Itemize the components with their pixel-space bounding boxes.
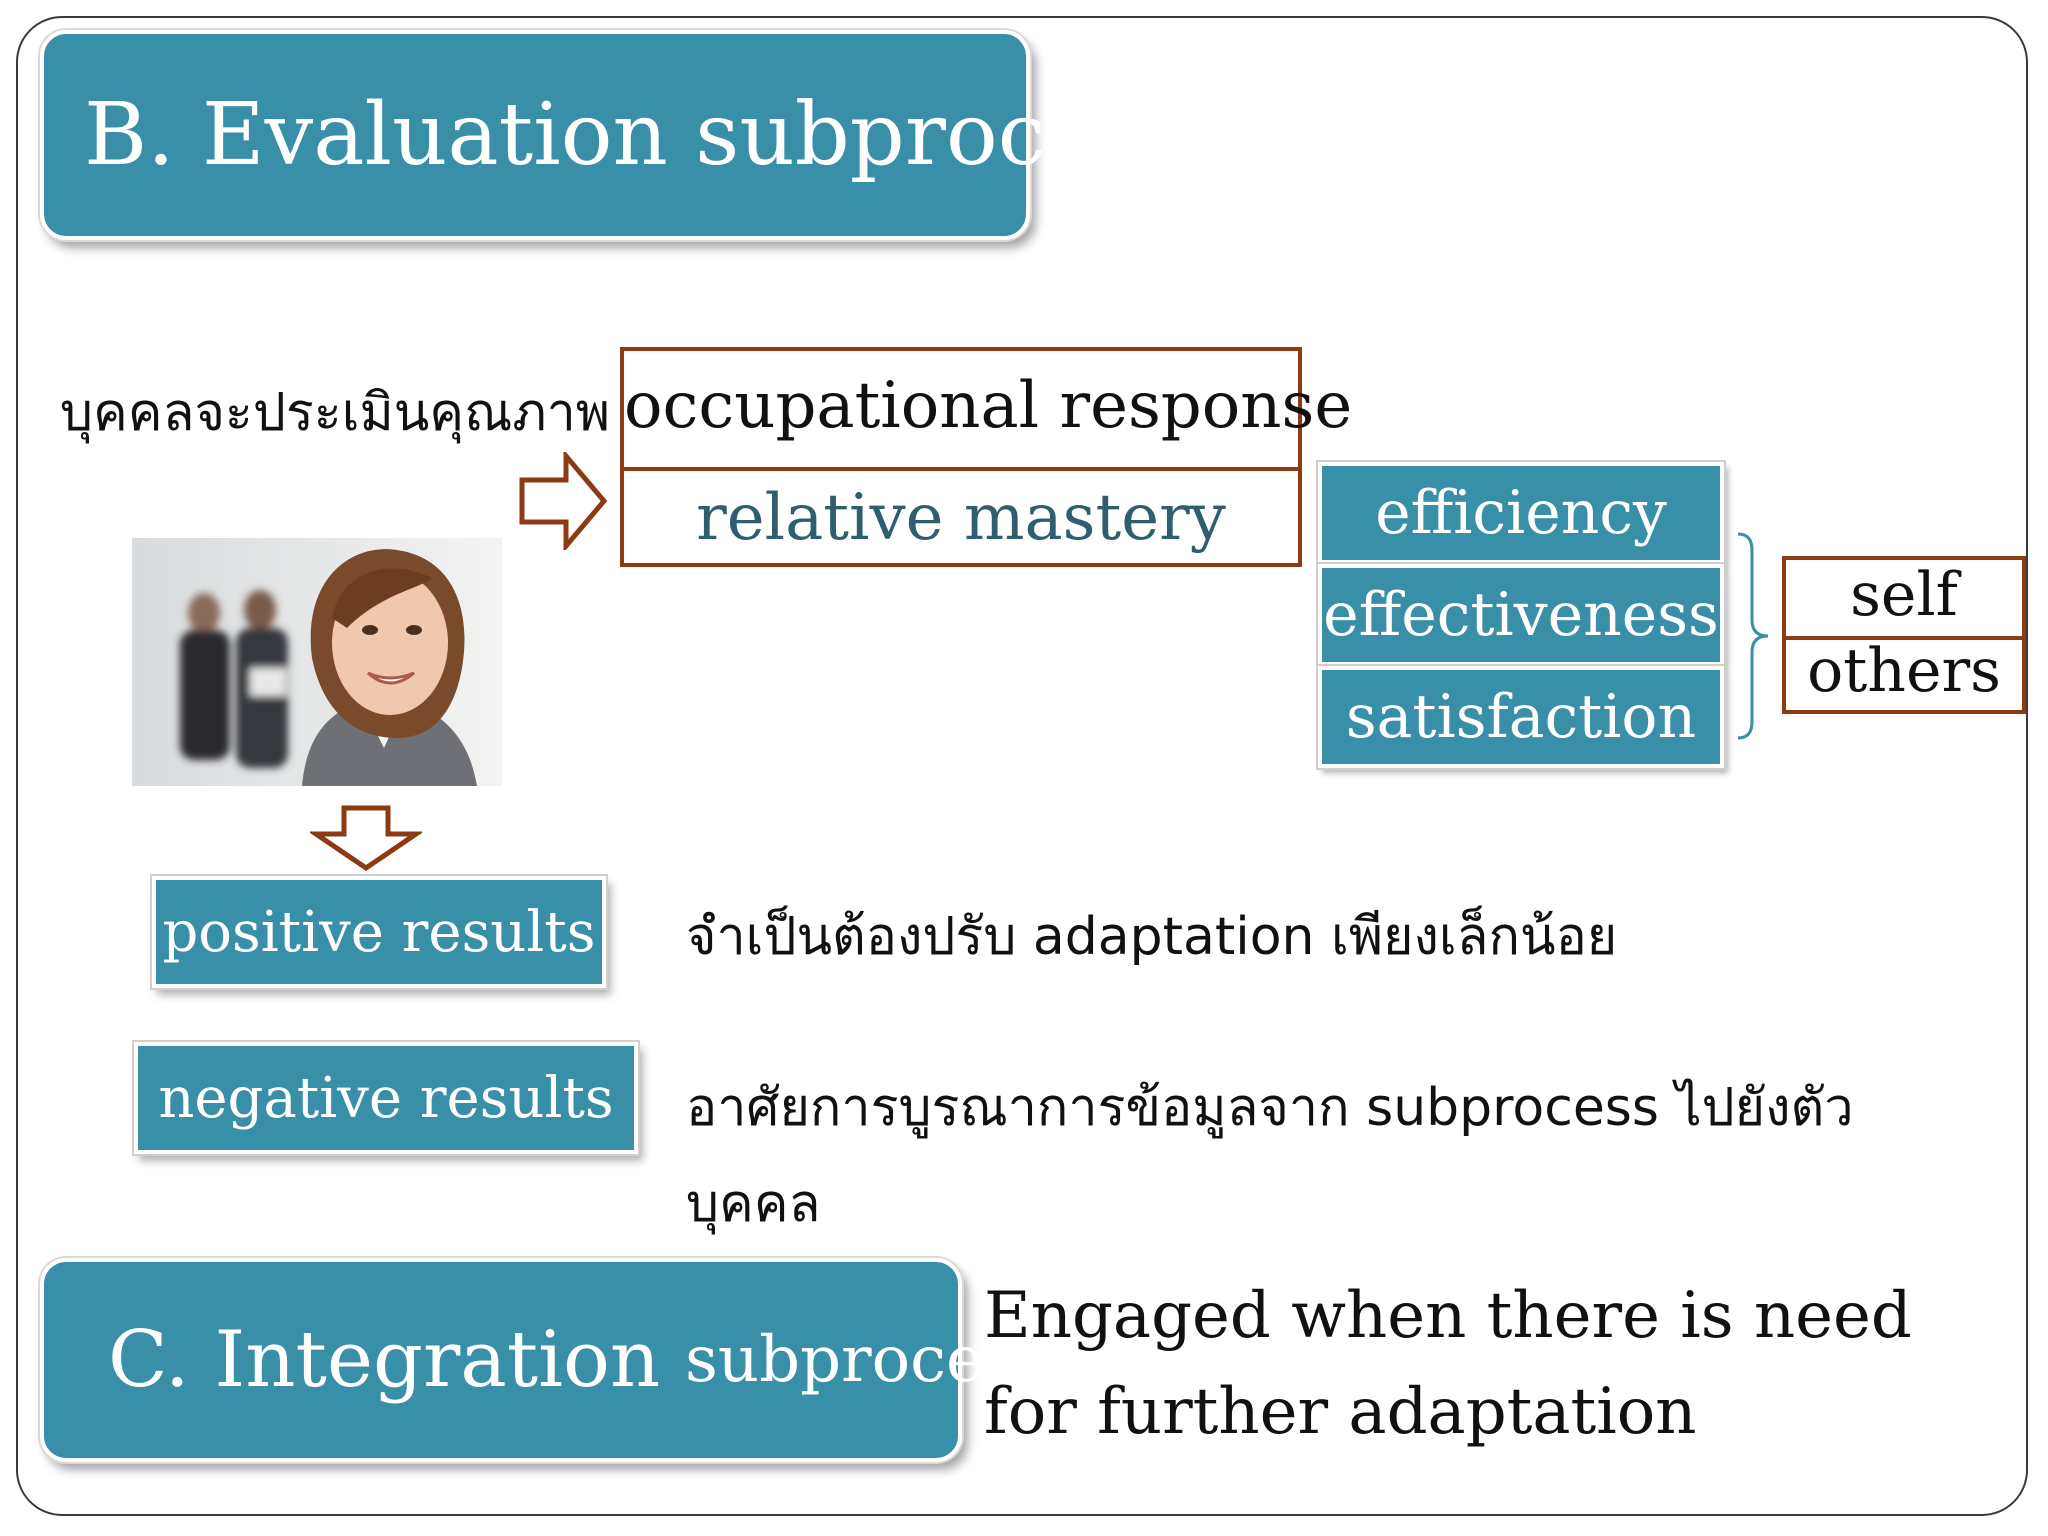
- self-label: self: [1850, 560, 1958, 630]
- positive-results-description: จำเป็นต้องปรับ adaptation เพียงเล็กน้อย: [686, 907, 1618, 967]
- section-c-title-main: C. Integration: [108, 1315, 661, 1405]
- negative-results-label: negative results: [158, 1065, 614, 1131]
- woman-photo: [132, 538, 502, 786]
- occupational-response-label: occupational response: [624, 369, 1353, 443]
- metric-satisfaction-label: satisfaction: [1345, 682, 1697, 752]
- occupational-response-box: occupational response relative mastery: [620, 347, 1353, 567]
- evaluate-label: บุคคลจะประเมินคุณภาพ: [60, 383, 611, 443]
- positive-results-box: positive results: [152, 876, 606, 988]
- woman-photo-image: [132, 538, 502, 786]
- section-b-title: B. Evaluation subprocess: [40, 30, 1185, 240]
- metric-efficiency: efficiency: [1318, 462, 1724, 564]
- self-others-divider: [1786, 636, 2022, 640]
- section-c-title-small: subprocess: [685, 1323, 1050, 1397]
- self-others-box: self others: [1782, 556, 2026, 714]
- occupational-box-divider: [624, 467, 1298, 471]
- metric-satisfaction: satisfaction: [1318, 666, 1724, 768]
- negative-results-box: negative results: [134, 1042, 638, 1154]
- metric-effectiveness-label: effectiveness: [1323, 580, 1719, 650]
- relative-mastery-label: relative mastery: [696, 481, 1226, 555]
- negative-results-description: อาศัยการบูรณาการข้อมูลจาก subprocess ไปย…: [686, 1078, 1854, 1234]
- others-label: others: [1807, 636, 2001, 706]
- arrow-down-hollow-icon: [310, 805, 422, 872]
- right-curly-brace-icon: [1737, 532, 1769, 740]
- positive-results-label: positive results: [162, 899, 596, 965]
- metric-efficiency-label: efficiency: [1375, 478, 1667, 548]
- section-c-title: C. Integration subprocess: [40, 1258, 1050, 1462]
- section-b-title-text: B. Evaluation subprocess: [84, 85, 1186, 185]
- metric-effectiveness: effectiveness: [1318, 564, 1724, 666]
- arrow-right-hollow-icon: [519, 452, 608, 550]
- integration-note: Engaged when there is need for further a…: [984, 1279, 1912, 1449]
